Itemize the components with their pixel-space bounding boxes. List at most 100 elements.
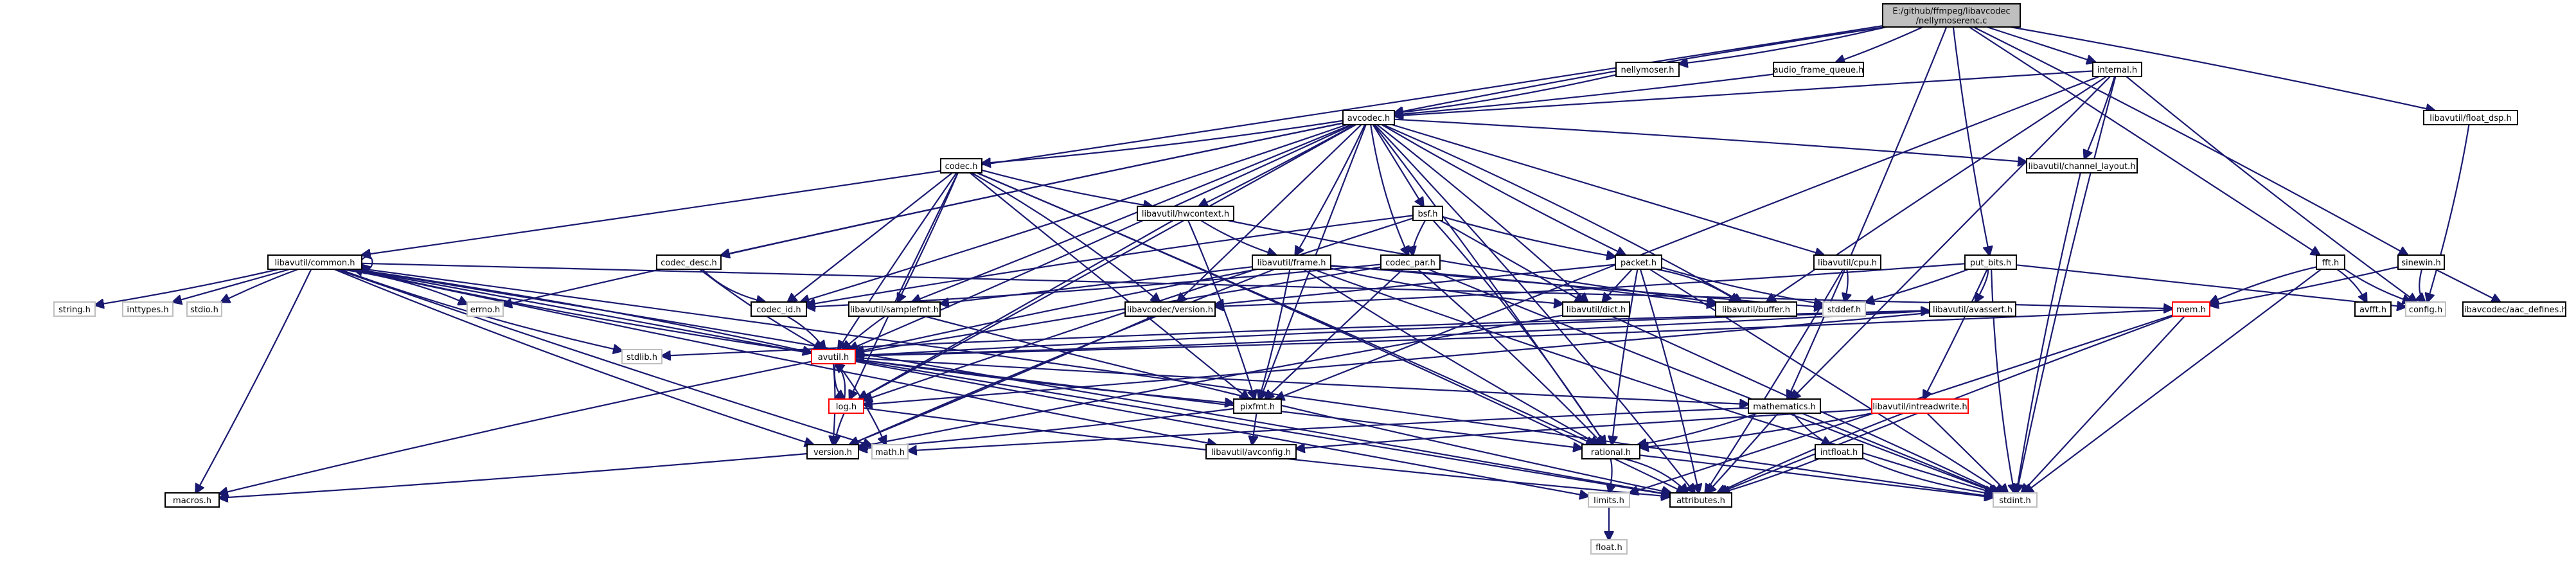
node-label-version: version.h — [813, 448, 852, 458]
node-fft[interactable]: fft.h — [2316, 254, 2345, 270]
node-audio_frame_queue[interactable]: audio_frame_queue.h — [1773, 62, 1864, 77]
node-label-inttypes: inttypes.h — [127, 305, 168, 315]
node-stddef[interactable]: stddef.h — [1822, 301, 1866, 317]
edge-mathematics-to-intfloat — [1792, 413, 1831, 445]
node-sinewin[interactable]: sinewin.h — [2397, 254, 2445, 270]
node-float_dsp[interactable]: libavutil/float_dsp.h — [2423, 110, 2518, 125]
node-nellymoser[interactable]: nellymoser.h — [1615, 62, 1680, 77]
node-codec_id[interactable]: codec_id.h — [751, 301, 807, 317]
edge-avcodec-to-errno — [503, 122, 1344, 305]
edge-intfloat-to-attributes — [1721, 458, 1819, 493]
edge-bsf-to-packet — [1442, 216, 1615, 256]
node-rational[interactable]: rational.h — [1581, 444, 1640, 459]
node-bsf[interactable]: bsf.h — [1412, 206, 1443, 221]
node-label-lav_avconfig: libavutil/avconfig.h — [1211, 448, 1291, 458]
edge-codec-to-hwcontext — [981, 169, 1152, 206]
node-label-lav_common: libavutil/common.h — [274, 258, 355, 268]
node-avfft[interactable]: avfft.h — [2354, 301, 2392, 317]
node-log[interactable]: log.h — [828, 398, 864, 414]
node-lav_cpu[interactable]: libavutil/cpu.h — [1813, 254, 1881, 270]
node-avassert[interactable]: libavutil/avassert.h — [1929, 301, 2016, 317]
edge-fft-to-config — [2344, 268, 2412, 302]
node-root[interactable]: E:/github/ffmpeg/libavcodec/nellymoseren… — [1882, 3, 2021, 28]
edge-codec-to-avutil — [838, 172, 957, 350]
node-intreadwrite[interactable]: libavutil/intreadwrite.h — [1871, 398, 1969, 414]
node-lav_dict[interactable]: libavutil/dict.h — [1562, 301, 1630, 317]
edge-lav_frame-to-rational — [1302, 269, 1599, 445]
node-avutil[interactable]: avutil.h — [811, 349, 856, 364]
node-attributes[interactable]: attributes.h — [1669, 492, 1732, 508]
node-codec_par[interactable]: codec_par.h — [1380, 254, 1441, 270]
node-stdio[interactable]: stdio.h — [186, 301, 222, 317]
node-box-lav_avconfig — [1205, 444, 1297, 459]
node-internal[interactable]: internal.h — [2092, 62, 2142, 77]
node-label-codec_par: codec_par.h — [1385, 258, 1435, 268]
edge-bsf-to-lav_dict — [1439, 220, 1583, 302]
node-label-stdint: stdint.h — [1999, 496, 2030, 506]
node-stdint[interactable]: stdint.h — [1993, 492, 2038, 508]
node-lav_frame[interactable]: libavutil/frame.h — [1252, 254, 1331, 270]
node-errno[interactable]: errno.h — [466, 301, 504, 317]
node-version[interactable]: version.h — [806, 444, 859, 459]
node-label-config: config.h — [2409, 305, 2442, 315]
node-label-pixfmt: pixfmt.h — [1240, 402, 1275, 412]
node-box-fft — [2316, 254, 2345, 270]
edge-sinewin-to-aac_defines — [2435, 269, 2500, 302]
node-limits[interactable]: limits.h — [1588, 492, 1630, 508]
edge-internal-to-config — [2126, 76, 2417, 302]
node-channel_layout[interactable]: libavutil/channel_layout.h — [2026, 158, 2138, 174]
node-stdlib[interactable]: stdlib.h — [621, 349, 662, 364]
node-math[interactable]: math.h — [871, 444, 909, 459]
edge-packet-to-stdint — [1649, 269, 2003, 493]
edge-lav_common-to-macros — [196, 269, 312, 493]
node-box-intfloat — [1815, 444, 1863, 459]
edge-packet-to-stddef — [1661, 267, 1823, 304]
node-label-aac_defines: libavcodec/aac_defines.h — [2462, 305, 2566, 315]
node-put_bits[interactable]: put_bits.h — [1964, 254, 2017, 270]
node-lav_common[interactable]: libavutil/common.h — [267, 254, 362, 270]
node-label-avfft: avfft.h — [2359, 305, 2386, 315]
node-mathematics[interactable]: mathematics.h — [1748, 398, 1821, 414]
node-hwcontext[interactable]: libavutil/hwcontext.h — [1137, 206, 1234, 221]
node-box-avcodec — [1342, 110, 1395, 125]
edge-rational-to-attributes — [1624, 458, 1688, 493]
node-intfloat[interactable]: intfloat.h — [1815, 444, 1863, 459]
node-macros[interactable]: macros.h — [164, 492, 220, 508]
edge-hwcontext-to-log — [858, 220, 1174, 399]
edge-mathematics-to-math — [908, 407, 1749, 451]
node-lav_avconfig[interactable]: libavutil/avconfig.h — [1205, 444, 1297, 459]
node-lavc_version[interactable]: libavcodec/version.h — [1124, 301, 1216, 317]
node-box-lav_dict — [1562, 301, 1630, 317]
node-pixfmt[interactable]: pixfmt.h — [1233, 398, 1282, 414]
edge-lav_frame-to-avutil — [855, 268, 1257, 352]
edge-channel_layout-to-stdint — [2016, 172, 2081, 493]
edge-avassert-to-avutil — [855, 310, 1930, 356]
edge-avcodec-to-bsf — [1372, 124, 1423, 206]
edge-internal-to-mathematics — [1791, 76, 2111, 399]
node-mem[interactable]: mem.h — [2172, 301, 2210, 317]
node-inttypes[interactable]: inttypes.h — [122, 301, 173, 317]
node-aac_defines[interactable]: libavcodec/aac_defines.h — [2462, 301, 2567, 317]
node-string[interactable]: string.h — [53, 301, 96, 317]
edge-mathematics-to-attributes — [1707, 413, 1779, 493]
edge-intreadwrite-to-stdint — [1926, 413, 2008, 493]
node-codec_desc[interactable]: codec_desc.h — [656, 254, 722, 270]
node-label-codec_desc: codec_desc.h — [661, 258, 717, 268]
node-config[interactable]: config.h — [2405, 301, 2446, 317]
node-codec[interactable]: codec.h — [940, 158, 982, 174]
edge-root-to-mathematics — [1788, 26, 1948, 399]
node-float[interactable]: float.h — [1590, 539, 1628, 555]
node-box-math — [871, 444, 909, 459]
node-label-lav_cpu: libavutil/cpu.h — [1818, 258, 1877, 268]
node-label-float: float.h — [1595, 543, 1622, 553]
node-box-lav_common — [267, 254, 362, 270]
node-buffer[interactable]: libavutil/buffer.h — [1715, 301, 1797, 317]
edge-pixfmt-to-lav_avconfig — [1252, 413, 1257, 445]
node-avcodec[interactable]: avcodec.h — [1342, 110, 1395, 125]
node-packet[interactable]: packet.h — [1615, 254, 1662, 270]
node-samplefmt[interactable]: libavutil/samplefmt.h — [848, 301, 941, 317]
edge-fft-to-avfft — [2336, 269, 2367, 302]
node-box-lav_frame — [1252, 254, 1331, 270]
edge-lav_common-to-attributes — [355, 268, 1670, 495]
node-label-attributes: attributes.h — [1676, 496, 1725, 506]
